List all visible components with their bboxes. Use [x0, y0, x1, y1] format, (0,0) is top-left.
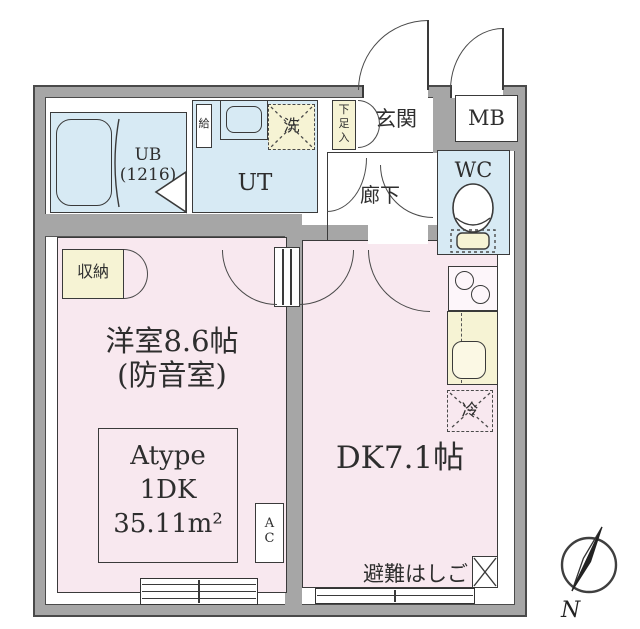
- fridge-cross: [449, 392, 491, 430]
- escape-ladder-label: 避難はしご: [363, 562, 468, 586]
- wall-under-bath: [45, 214, 302, 237]
- entrance-label: 玄関: [375, 107, 417, 131]
- ac-unit: [255, 503, 284, 563]
- utility-sink-basin: [226, 106, 262, 133]
- compass-north-label: N: [560, 598, 581, 623]
- soundproof-door-leaf: [274, 247, 300, 307]
- bathtub: [56, 119, 112, 206]
- utility-sink: [220, 100, 268, 140]
- ac-label: A C: [264, 516, 275, 547]
- soundproof-door-line-1: [282, 249, 284, 305]
- mb-door-arc: [450, 28, 503, 90]
- meter-box-label: MB: [468, 106, 505, 130]
- mb-door-leaf: [502, 28, 504, 90]
- closet-label: 収納: [76, 262, 109, 281]
- bath-curtain-curve: [114, 118, 120, 208]
- water-heater: [196, 104, 212, 148]
- entrance-door-leaf: [427, 20, 429, 90]
- water-heater-label: 給: [198, 117, 210, 130]
- main-room-window-tick: [198, 580, 200, 603]
- dk-window-tick: [394, 590, 396, 602]
- fridge-space: [447, 390, 493, 432]
- wc-label: WC: [454, 158, 493, 182]
- mb-jamb: [450, 85, 452, 98]
- shoe-storage-label: 下 足 入: [338, 103, 350, 144]
- closet: [62, 249, 124, 299]
- bath-door-triangle: [154, 170, 187, 214]
- stove-burner-2: [471, 285, 490, 304]
- escape-ladder-cross: [473, 557, 497, 587]
- entrance-jamb: [362, 85, 364, 98]
- corridor-label: 廊下: [360, 183, 400, 207]
- utility-label: UT: [237, 170, 273, 196]
- main-room-label: 洋室8.6帖 (防音室): [105, 324, 239, 393]
- toilet: [450, 183, 496, 253]
- unit-info-label: Atype 1DK 35.11m²: [113, 441, 223, 539]
- compass: N: [560, 526, 618, 623]
- wall-between-rooms: [285, 214, 302, 605]
- unit-info-box: [98, 428, 238, 563]
- stove-burner-1: [455, 271, 474, 290]
- wall-genkan-right: [433, 97, 455, 153]
- washer-label: 洗: [283, 116, 300, 135]
- meter-box: [455, 95, 518, 142]
- kitchen-sink: [452, 341, 486, 379]
- bath-label: UB (1216): [119, 145, 177, 186]
- entrance-door-arc: [358, 20, 428, 90]
- dk-label: DK7.1帖: [335, 440, 465, 476]
- fridge-label: 冷: [461, 401, 479, 421]
- soundproof-door-line-2: [290, 249, 292, 305]
- wall-under-mb: [437, 140, 515, 151]
- shoe-storage: [332, 100, 356, 150]
- dk-door-opening: [368, 238, 428, 244]
